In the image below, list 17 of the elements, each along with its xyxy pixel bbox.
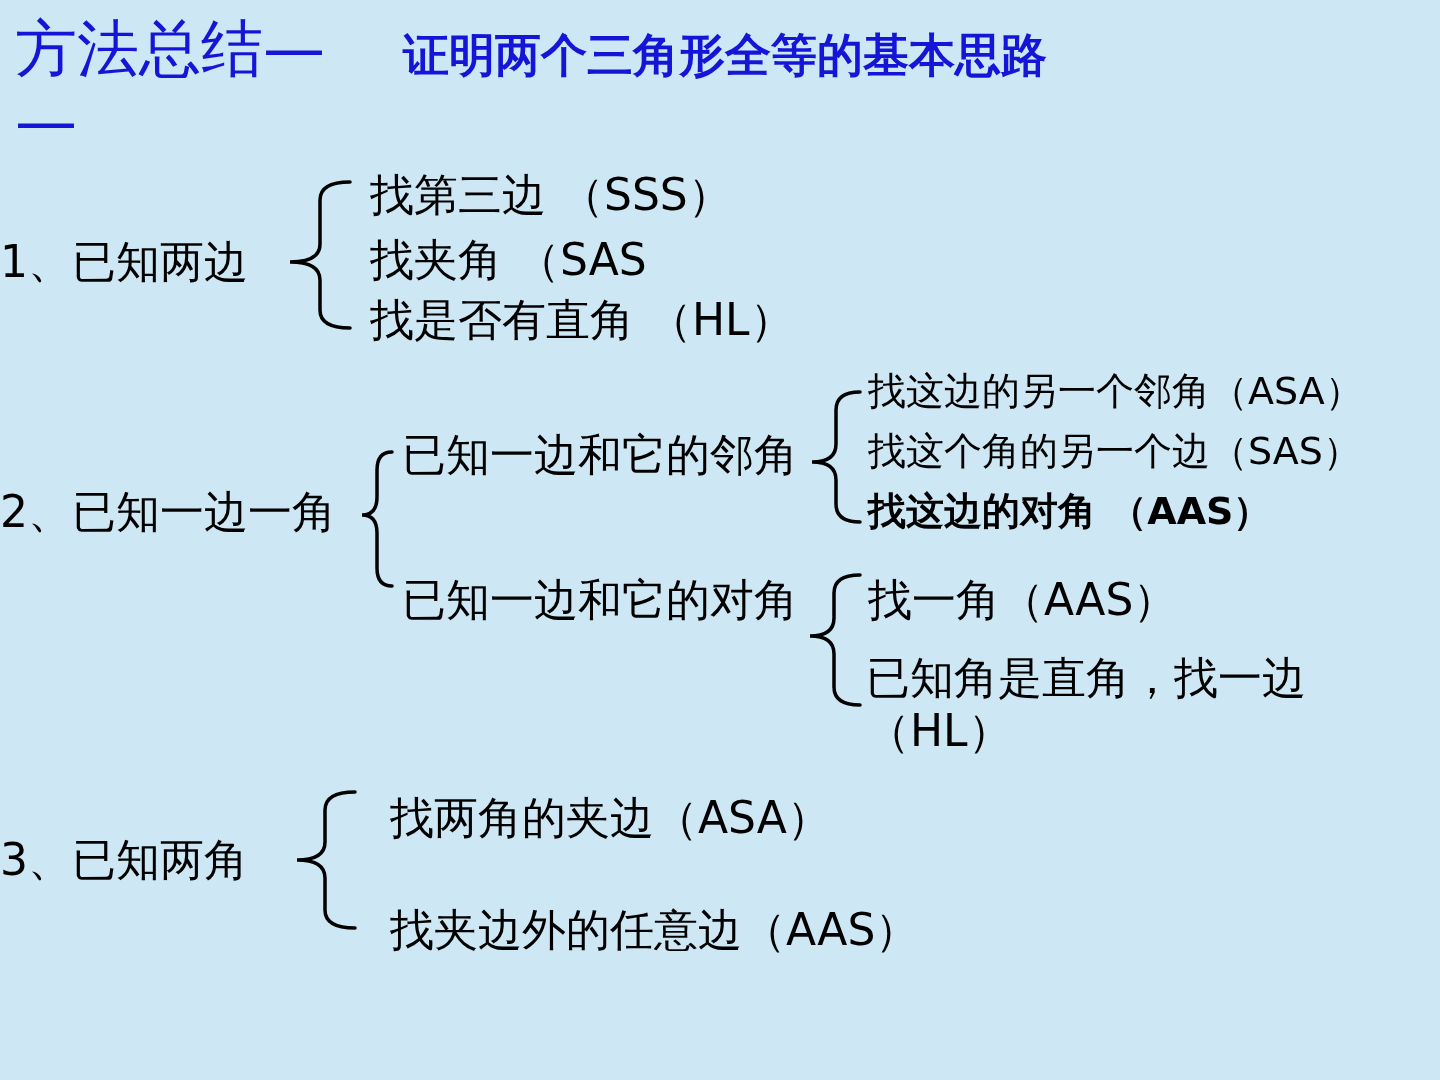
case-text: 已知一边和它的对角 xyxy=(402,574,798,627)
method-text: 找这个角的另一个边（SAS） xyxy=(868,429,1361,475)
case-text: 已知一边和它的邻角 xyxy=(402,429,798,482)
method-text: 找是否有直角 （HL） xyxy=(370,294,794,347)
method-text: 找这边的另一个邻角（ASA） xyxy=(868,369,1363,415)
category-text: 3、已知两角 xyxy=(0,834,248,887)
method-text: 找夹边外的任意边（AAS） xyxy=(390,904,920,957)
category-text: 2、已知一边一角 xyxy=(0,486,336,539)
category-text: 1、已知两边 xyxy=(0,236,248,289)
method-text: 已知角是直角，找一边（HL） xyxy=(866,652,1307,758)
subtitle: 证明两个三角形全等的基本思路 xyxy=(403,28,1047,84)
method-text: 找这边的对角 （AAS） xyxy=(868,489,1272,535)
method-text: 找两角的夹边（ASA） xyxy=(390,792,831,845)
method-text: 找第三边 （SSS） xyxy=(370,169,732,222)
method-text: 找夹角 （SAS xyxy=(370,234,647,287)
title: 方法总结—— xyxy=(15,12,326,159)
method-text: 找一角（AAS） xyxy=(868,574,1178,627)
